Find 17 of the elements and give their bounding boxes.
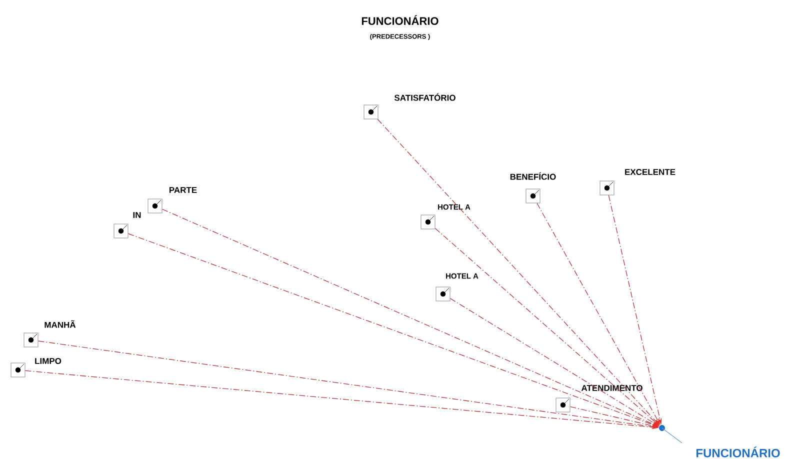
marker-node: IN: [114, 211, 142, 238]
marker-node: MANHÃ: [24, 319, 77, 348]
node-label: PARTE: [169, 187, 197, 193]
target-node: FUNCIONÁRIO: [659, 425, 780, 458]
title: FUNCIONÁRIO: [362, 15, 438, 25]
node-label: SATISFATÓRIO: [394, 93, 456, 101]
marker-node: LIMPO: [10, 357, 62, 378]
marker-node: PARTE: [148, 186, 198, 214]
node-label: MANHÃ: [44, 320, 76, 328]
marker-node: BENEFÍCIO: [508, 171, 558, 204]
node-label: IN: [133, 212, 141, 218]
node-label: LIMPO: [35, 358, 62, 364]
node-label: EXCELENTE: [625, 169, 676, 176]
node-label: FUNCIONÁRIO: [696, 446, 780, 458]
marker-node: SATISFATÓRIO: [364, 92, 457, 120]
marker-node: EXCELENTE: [600, 168, 676, 196]
node-label: BENEFÍCIO: [510, 172, 556, 180]
